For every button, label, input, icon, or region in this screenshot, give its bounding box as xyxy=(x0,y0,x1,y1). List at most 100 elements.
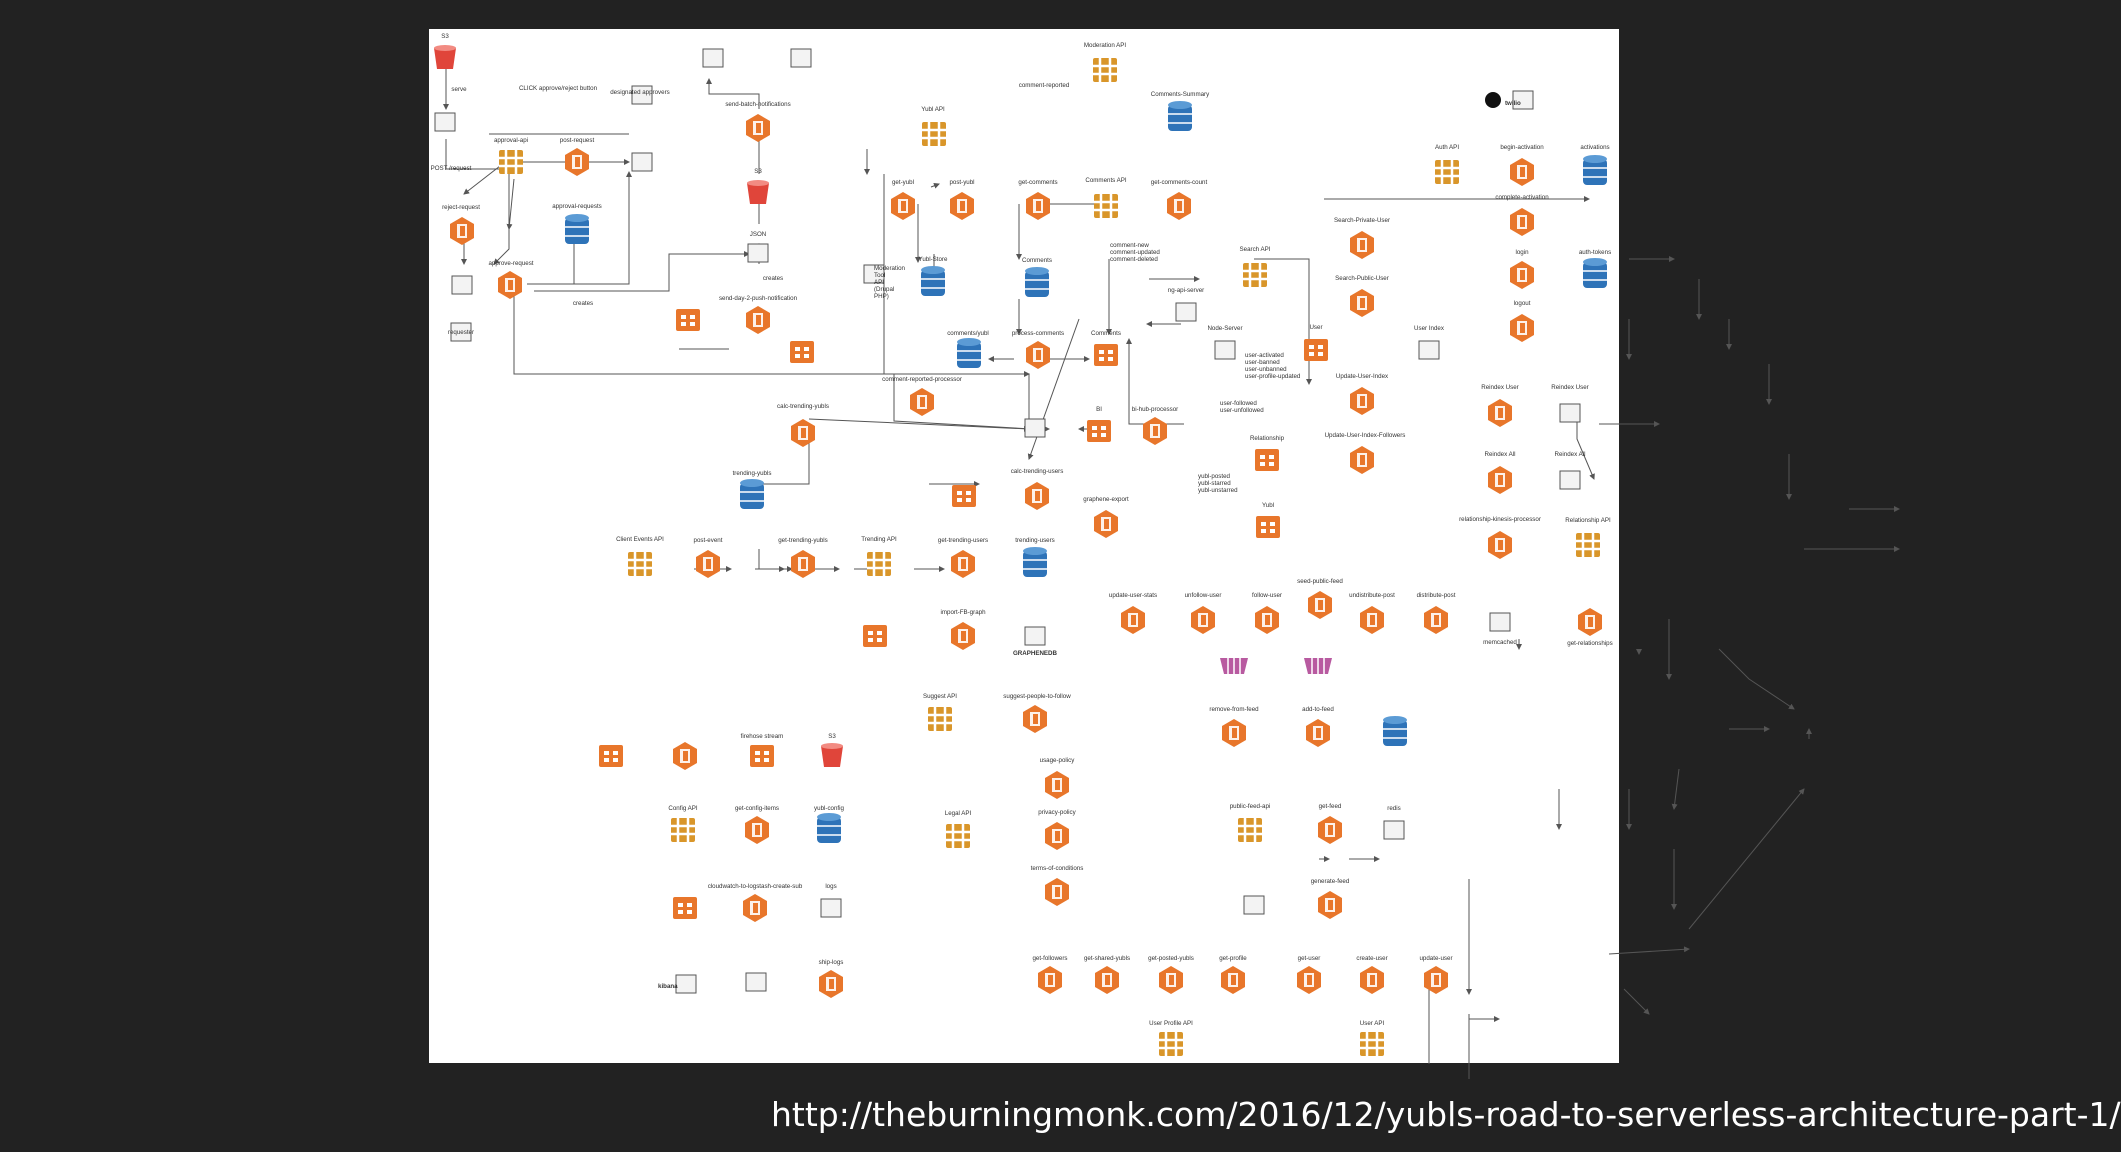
get-followers-lambda-icon xyxy=(1038,966,1062,994)
label-relationship: Relationship xyxy=(1250,435,1285,442)
connector xyxy=(534,251,750,292)
send-day-2-push-notification-lambda-icon xyxy=(746,306,770,334)
connector xyxy=(1027,318,1080,460)
label-reindex-user2: Reindex User xyxy=(1551,384,1589,391)
label-process-comments: process-comments xyxy=(1012,330,1064,337)
label-memcached: memcached xyxy=(1483,639,1517,646)
label-comments-yubl: comments/yubl xyxy=(947,330,989,337)
send-batch-notifications-lambda-icon xyxy=(746,114,770,142)
label-trending-api: Trending API xyxy=(861,536,897,543)
get-profile-lambda-icon xyxy=(1221,966,1245,994)
label-get-config-items: get-config-items xyxy=(735,805,779,812)
label-complete-activation: complete-activation xyxy=(1495,194,1549,201)
designated-approvers-icon xyxy=(631,85,653,105)
label-distribute-post: distribute-post xyxy=(1417,592,1456,599)
scheduled-event-4-kinesis-icon xyxy=(863,625,887,647)
label-ship-logs: ship-logs xyxy=(819,959,844,966)
label-creates2: creates xyxy=(763,275,783,282)
label-send-day2: send-day-2-push-notification xyxy=(719,295,798,302)
label-get-comments-count: get-comments-count xyxy=(1151,179,1208,186)
label-import-fb-graph: import-FB-graph xyxy=(940,609,986,616)
label-yubl-stream: Yubl xyxy=(1262,502,1274,509)
connector xyxy=(1718,648,1795,710)
label-user: User xyxy=(1309,324,1322,331)
label-get-profile: get-profile xyxy=(1219,955,1247,962)
update-user-lambda-icon xyxy=(1424,966,1448,994)
logs-icon xyxy=(820,898,842,918)
label-calc-trending-users: calc-trending-users xyxy=(1011,468,1064,475)
unfollow-user-lambda-icon xyxy=(1191,606,1215,634)
label-config-api: Config API xyxy=(668,805,698,812)
yubl-store-dynamodb-icon xyxy=(921,266,945,296)
label-get-trending-yubls: get-trending-yubls xyxy=(778,537,828,544)
label-serve: serve xyxy=(451,86,467,93)
label-update-user-index: Update-User-Index xyxy=(1336,373,1389,380)
label-cw-logstash: cloudwatch-to-logstash-create-sub xyxy=(708,883,803,890)
label-send-batch: send-batch-notifications xyxy=(725,101,790,108)
label-client-events-api: Client Events API xyxy=(616,536,664,543)
generate-feed-lambda-icon xyxy=(1318,891,1342,919)
begin-activation-lambda-icon xyxy=(1510,158,1534,186)
graphenedb-wordmark: GRAPHENEDB xyxy=(1013,650,1058,657)
firehose-source-kinesis-icon xyxy=(599,745,623,767)
label-post-request: post-request xyxy=(560,137,595,144)
label-search-api: Search API xyxy=(1240,246,1271,253)
label-activations: activations xyxy=(1580,144,1609,151)
create-user-lambda-icon xyxy=(1360,966,1384,994)
label-bi: BI xyxy=(1096,406,1102,413)
moderation-tool-icon xyxy=(863,264,885,284)
firehose-lambda-lambda-icon xyxy=(673,742,697,770)
connector xyxy=(893,374,1033,432)
s3-mid-s3-bucket-icon xyxy=(747,180,769,204)
email-notify-icon xyxy=(631,152,653,172)
twilio-wordmark: twilio xyxy=(1505,100,1521,107)
seed-public-feed-lambda-icon xyxy=(1308,591,1332,619)
label-comment-reported-processor: comment-reported-processor xyxy=(882,376,962,383)
label-suggest-api: Suggest API xyxy=(923,693,957,700)
label-get-relationships: get-relationships xyxy=(1567,640,1612,647)
comments-api-api-gateway-icon xyxy=(1094,194,1118,218)
label-firehose: firehose stream xyxy=(741,733,784,740)
distribute-post-lambda-icon xyxy=(1424,606,1448,634)
connector xyxy=(1623,988,1650,1015)
label-get-trending-users: get-trending-users xyxy=(938,537,988,544)
get-trending-users-lambda-icon xyxy=(951,550,975,578)
relationship-stream-kinesis-icon xyxy=(1255,449,1279,471)
label-get-yubl: get-yubl xyxy=(892,179,914,186)
label-s3-mid: S3 xyxy=(754,168,762,175)
label-update-user-stats: update-user-stats xyxy=(1109,592,1157,599)
label-comments-stream: Comments xyxy=(1091,330,1121,337)
comments-db-dynamodb-icon xyxy=(1025,267,1049,297)
user-index-icon xyxy=(1418,340,1440,360)
label-get-followers: get-followers xyxy=(1032,955,1067,962)
calc-trending-yubls-lambda-icon xyxy=(791,419,815,447)
ship-logs-lambda-icon xyxy=(819,970,843,998)
label-reindex-all: Reindex All xyxy=(1485,451,1516,458)
label-reindex-user: Reindex User xyxy=(1481,384,1519,391)
label-s3-bottom: S3 xyxy=(828,733,836,740)
trending-yubls-dynamodb-icon xyxy=(740,479,764,509)
scheduled-event-1-kinesis-icon xyxy=(676,309,700,331)
suggest-api-api-gateway-icon xyxy=(928,707,952,731)
label-post-request-http: POST /request xyxy=(431,165,472,172)
process-comments-lambda-icon xyxy=(1026,341,1050,369)
scheduled-event-2-kinesis-icon xyxy=(790,341,814,363)
get-config-items-lambda-icon xyxy=(745,816,769,844)
label-legal-api: Legal API xyxy=(945,810,972,817)
scheduled-event-3-kinesis-icon xyxy=(952,485,976,507)
label-trending-users: trending-users xyxy=(1015,537,1055,544)
label-yubl-store: Yubl-Store xyxy=(919,256,948,263)
suggest-people-to-follow-lambda-icon xyxy=(1023,705,1047,733)
public-feed-api-api-gateway-icon xyxy=(1238,818,1262,842)
get-yubl-lambda-icon xyxy=(891,192,915,220)
user-profile-api-api-gateway-icon xyxy=(1159,1032,1183,1056)
privacy-policy-lambda-icon xyxy=(1045,822,1069,850)
label-user-api: User API xyxy=(1360,1020,1385,1027)
connector xyxy=(513,284,1030,431)
search-public-user-lambda-icon xyxy=(1350,289,1374,317)
label-user-index: User Index xyxy=(1414,325,1445,332)
label-follow-user: follow-user xyxy=(1252,592,1282,599)
post-event-lambda-icon xyxy=(696,550,720,578)
